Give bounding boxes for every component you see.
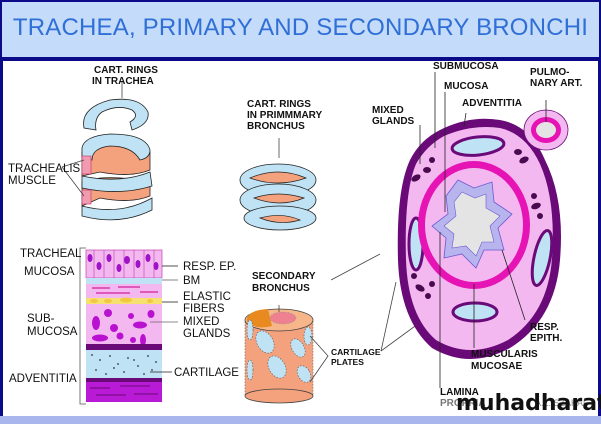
cartilage-layer [86,350,162,378]
label-cartilage-plates-2: PLATES [331,357,364,367]
trachealis-hatch-1 [81,155,92,175]
credit-text: A.L. SZAKAL [535,398,588,408]
label-trachealis-1: TRACHEALIS [8,163,81,175]
mixed-glands-cross [411,149,543,299]
label-secondary-2: BRONCHUS [252,283,310,294]
basement-membrane-layer [86,278,162,284]
label-mixed-glands-2: GLANDS [372,116,415,127]
label-trachealis-2: MUSCLE [8,175,56,187]
label-lamina-2: PROPRIA [440,398,486,409]
label-resp-ep: RESP. EP. [183,261,236,273]
lumen [443,191,501,257]
cartilage-plates [246,319,313,383]
label-elastic: ELASTIC [183,291,231,303]
label-muscularis-2: MUCOSAE [471,361,522,372]
slide-title: TRACHEA, PRIMARY AND SECONDARY BRONCHI [12,14,589,41]
label-sub: SUB- [27,313,55,325]
leader-line [309,335,329,383]
label-mixed-glands-1: MIXED [372,105,404,116]
trachealis-hatch-2 [81,189,92,205]
label-submucosa: SUBMUCOSA [433,61,499,72]
mixed-glands-dots [92,309,155,346]
label-lamina-1: LAMINA [440,387,479,398]
label-cart-rings-trachea-1: CART. RINGS [94,65,158,76]
label-cartilage-plates-1: CARTILAGE [331,347,381,357]
label-pulmonary-2: NARY ART. [530,78,583,89]
bronchus-cross-section [397,72,569,388]
label-adventitia: ADVENTITIA [462,98,522,109]
trachea-ring-top [83,98,149,131]
label-mucosa-left: MUCOSA [24,266,75,278]
label-fibers: FIBERS [183,303,225,315]
cartilage-plate [530,229,554,287]
label-pulmonary-1: PULMO- [530,67,569,78]
label-resp-epith-1: RESP. [530,322,559,333]
label-cartilage: CARTILAGE [174,367,239,379]
trachea-ring-bottom [81,197,153,221]
label-secondary-1: SECONDARY [252,271,316,282]
title-bar: TRACHEA, PRIMARY AND SECONDARY BRONCHI [0,0,601,59]
tracheal-wall-figure [79,247,178,405]
label-cart-rings-primary-1: CART. RINGS [247,99,311,110]
label-muscularis-1: MUSCULARIS [471,349,538,360]
label-tracheal: TRACHEAL [20,248,82,260]
perichondrium-layer [86,344,162,350]
label-adventitia-left: ADVENTITIA [9,373,77,385]
adventitia-layer [86,382,162,402]
trachea-ring-mid [81,133,151,161]
secondary-bronchus-figure [244,253,438,404]
trachea-ring-lower [81,171,153,192]
label-mixed: MIXED [183,316,219,328]
cartilage-plate [451,301,499,323]
label-cart-rings-primary-3: BRONCHUS [247,121,305,132]
label-resp-epith-2: EPITH. [530,333,562,344]
leader-line [61,166,85,197]
label-mucosa: MUCOSA [444,81,488,92]
label-submucosa-left: MUCOSA [27,326,78,338]
label-glands: GLANDS [183,328,231,340]
cartilage-plate [450,135,506,157]
primary-bronchus-figure [239,138,317,231]
trachea-rings-figure [61,82,153,221]
leader-line [61,159,85,168]
label-cart-rings-trachea-2: IN TRACHEA [92,76,154,87]
label-bm: BM [183,275,200,287]
watermark: muhadharaty.com [456,391,601,416]
layer-bracket [79,247,86,405]
bottom-strip [0,416,601,424]
label-cart-rings-primary-2: IN PRIMMMARY [247,110,323,121]
